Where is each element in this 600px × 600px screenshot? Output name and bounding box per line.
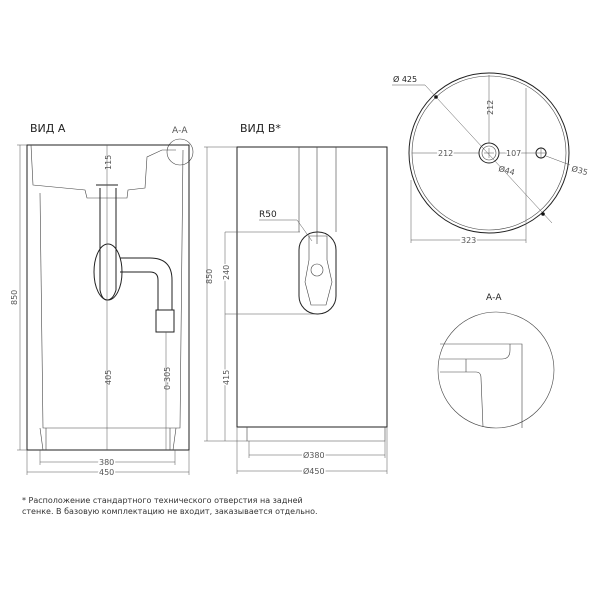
dim-240-415-line — [224, 231, 316, 441]
dim-850-b-line — [204, 146, 247, 442]
service-slot — [298, 231, 337, 315]
section-profile — [440, 343, 523, 428]
dim-450-line — [26, 450, 190, 475]
outlet-pipe — [120, 257, 173, 310]
dim-850: 850 — [10, 290, 19, 305]
pedestal-body — [39, 149, 184, 429]
dim-405: 405 — [104, 370, 113, 385]
view-b-outline — [236, 146, 388, 428]
section-ref-label: А-А — [172, 126, 188, 136]
view-a: ВИД А А-А 850 115 405 0-305 380 450 — [10, 122, 194, 479]
dia-arrow-bottom — [541, 212, 545, 216]
drain-hole-inner — [481, 145, 497, 161]
feet — [39, 427, 177, 451]
view-a-outline — [26, 144, 190, 451]
dim-380-line — [39, 450, 176, 465]
dim-35: Ø35 — [570, 163, 589, 177]
siphon-back — [304, 235, 333, 306]
dim-diameter: Ø 425 — [393, 74, 417, 84]
dim-323: 323 — [461, 236, 476, 245]
channel-lines — [298, 147, 337, 244]
dim-115: 115 — [104, 155, 113, 170]
dim-850-b: 850 — [205, 269, 214, 284]
drain-circle — [310, 263, 324, 277]
dia-leader — [392, 84, 553, 224]
section-marker — [166, 138, 194, 166]
top-view: Ø 425 212 212 107 Ø44 Ø35 323 — [392, 72, 589, 247]
dim-450: 450 — [99, 468, 114, 477]
dim-380-b-line — [248, 441, 386, 458]
dim-212-v: 212 — [486, 100, 495, 115]
hole-crosshairs — [484, 147, 547, 159]
siphon-trap — [93, 243, 123, 301]
dim-450-b-line — [236, 427, 388, 474]
dim-240: 240 — [222, 265, 231, 280]
r50-leader — [259, 219, 313, 242]
section-a-a: А-А — [437, 293, 555, 429]
footnote: * Расположение стандартного технического… — [22, 496, 318, 516]
section-title: А-А — [486, 293, 502, 303]
view-b-title: ВИД В* — [240, 122, 281, 135]
view-b: ВИД В* R50 850 240 415 Ø380 Ø450 — [204, 122, 388, 478]
view-a-title: ВИД А — [30, 122, 66, 135]
view-b-base — [246, 427, 386, 442]
dim-380: 380 — [99, 458, 114, 467]
dim-107: 107 — [506, 149, 521, 158]
dim-r50: R50 — [259, 210, 277, 220]
dim-323-line — [410, 88, 527, 243]
dim-415: 415 — [222, 370, 231, 385]
dia-arrow-top — [434, 95, 438, 99]
outlet-fitting — [155, 309, 175, 333]
dim-44: Ø44 — [497, 163, 516, 177]
dim-380-b: Ø380 — [303, 450, 325, 460]
dim-450-b: Ø450 — [303, 466, 325, 476]
basin-profile — [30, 144, 176, 199]
dim-0-305: 0-305 — [163, 367, 172, 390]
dim-850-line — [17, 144, 27, 451]
basin-outer-rim — [408, 72, 570, 234]
dim-212-h: 212 — [438, 149, 453, 158]
dim-35-leader — [545, 155, 571, 166]
detail-circle — [437, 311, 555, 429]
